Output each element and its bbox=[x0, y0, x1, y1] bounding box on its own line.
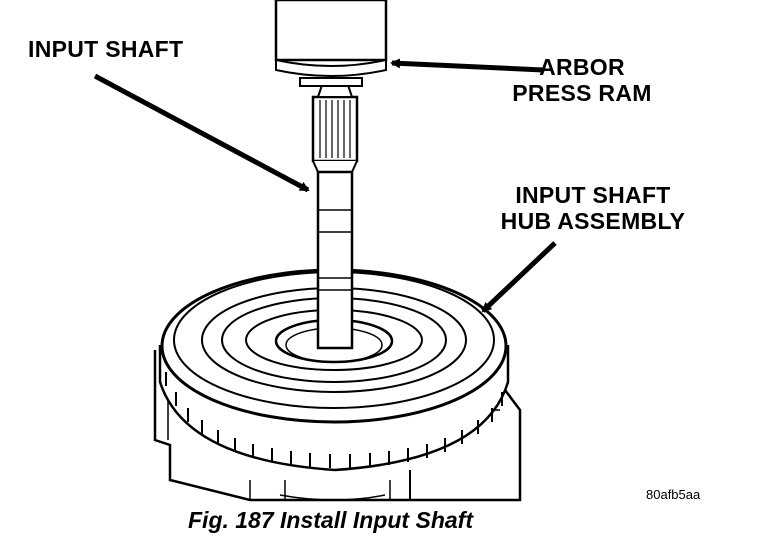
arrow-hub-assembly bbox=[481, 241, 557, 313]
hub-gear-teeth bbox=[165, 372, 503, 468]
arbor-press-ram-label-line1: ARBOR bbox=[539, 54, 625, 80]
hub-assembly-label-line1: INPUT SHAFT bbox=[515, 182, 671, 208]
shaft-splines bbox=[319, 100, 351, 158]
arrow-arbor-press-ram bbox=[390, 58, 544, 73]
arbor-press-ram-label: ARBOR PRESS RAM bbox=[487, 54, 677, 106]
arbor-press-ram-label-line2: PRESS RAM bbox=[512, 80, 652, 106]
hub-assembly-label: INPUT SHAFT HUB ASSEMBLY bbox=[478, 182, 708, 234]
input-shaft-label: INPUT SHAFT bbox=[28, 36, 183, 62]
arbor-press-ram bbox=[274, 0, 388, 87]
figure-caption: Fig. 187 Install Input Shaft bbox=[188, 507, 473, 533]
input-shaft-label-text: INPUT SHAFT bbox=[28, 36, 184, 62]
leader-arrows bbox=[93, 58, 557, 313]
arrow-input-shaft bbox=[93, 73, 310, 193]
hub-assembly-label-line2: HUB ASSEMBLY bbox=[500, 208, 686, 234]
image-code: 80afb5aa bbox=[646, 487, 701, 502]
input-shaft bbox=[311, 84, 359, 350]
